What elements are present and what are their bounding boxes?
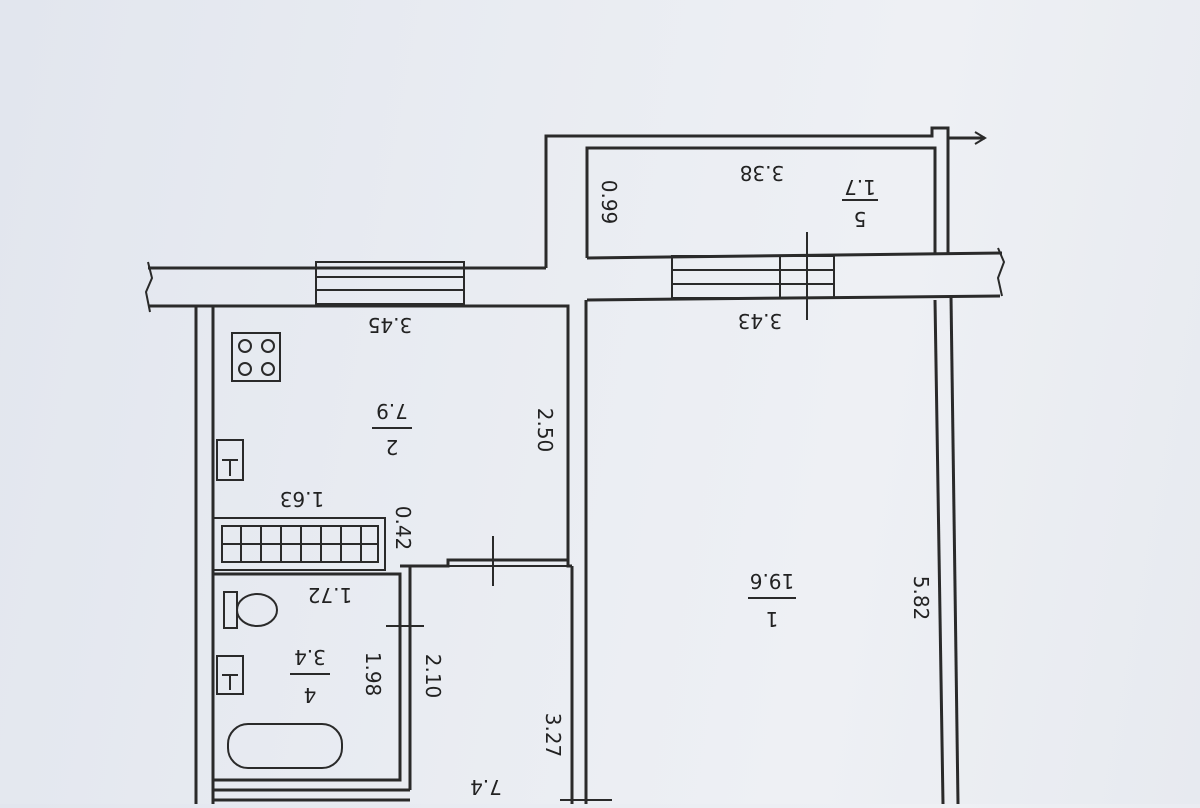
labels: 3.38 0.99 1.7 5 3.45 7.9 2 2.50 1.63 0.4… [280, 161, 933, 799]
bathroom [213, 536, 572, 802]
room-1-area-label: 19.6 [750, 569, 795, 593]
kitchen-window [315, 261, 465, 305]
kitchen [213, 300, 588, 804]
room1-width-label: 3.43 [738, 309, 783, 333]
wall-break-right [996, 247, 1006, 297]
balcony-inner-wall [585, 146, 937, 258]
storage-cabinet [212, 517, 386, 571]
storage-depth-label: 0.42 [391, 506, 415, 551]
balcony-depth-label: 0.99 [597, 180, 621, 225]
exterior-wall [144, 247, 1006, 313]
hall-area-label: 7.4 [470, 775, 502, 799]
room-2-number-label: 2 [386, 435, 399, 459]
toilet-icon [223, 591, 278, 629]
balcony-end-arrow [974, 131, 987, 145]
room-5-number-label: 5 [854, 207, 867, 231]
room-5-area-label: 1.7 [844, 175, 876, 199]
balcony [544, 126, 987, 268]
hall-depth-label: 2.10 [421, 654, 445, 699]
room1-length-label: 5.82 [909, 576, 933, 621]
basin-icon [216, 655, 244, 695]
wall-break-left [144, 261, 154, 313]
room-4-area-label: 3.4 [294, 645, 326, 669]
kitchen-width-label: 3.45 [368, 313, 413, 337]
hall-length-label: 3.27 [541, 713, 565, 758]
storage-width-label: 1.63 [280, 487, 325, 511]
balcony-length-label: 3.38 [740, 161, 785, 185]
bath-depth-label: 1.98 [361, 652, 385, 697]
room-4-number-label: 4 [304, 683, 317, 707]
bath-width-label: 1.72 [308, 583, 353, 607]
sink-icon [216, 439, 244, 481]
stove-icon [231, 332, 281, 382]
bathtub-icon [227, 723, 343, 769]
kitchen-depth-label: 2.50 [533, 408, 557, 453]
room-2-area-label: 7.9 [376, 399, 408, 423]
room-1-number-label: 1 [766, 607, 779, 631]
room-window [671, 232, 835, 320]
